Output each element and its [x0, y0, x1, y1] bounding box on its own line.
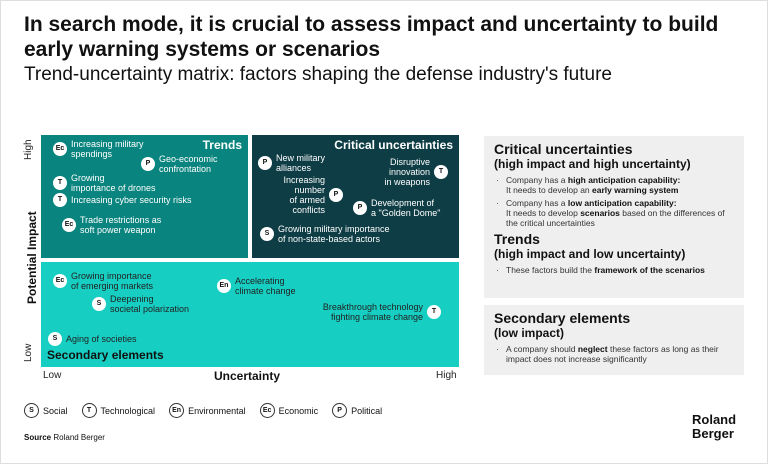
- panel-heading: Secondary elements: [494, 310, 631, 326]
- x-axis-low: Low: [43, 370, 62, 381]
- panel-subheading: (low impact): [494, 326, 565, 340]
- quadrant-title: Secondary elements: [47, 348, 164, 362]
- panel-subheading: (high impact and high uncertainty): [494, 157, 691, 171]
- political-badge-icon: P: [141, 157, 155, 171]
- economic-badge-icon: Ec: [259, 403, 275, 418]
- technological-badge-icon: T: [434, 165, 448, 179]
- panel-heading: Critical uncertainties: [494, 141, 633, 157]
- social-badge-icon: S: [92, 297, 106, 311]
- explanation-panel: Critical uncertainties (high impact and …: [484, 136, 744, 298]
- economic-badge-icon: Ec: [53, 142, 67, 156]
- technological-badge-icon: T: [81, 403, 97, 418]
- political-badge-icon: P: [258, 156, 272, 170]
- social-badge-icon: S: [24, 403, 39, 418]
- quadrant-title: Critical uncertainties: [334, 138, 453, 152]
- environmental-badge-icon: En: [217, 279, 231, 293]
- technological-badge-icon: T: [53, 176, 67, 190]
- bullet: Company has a low anticipation capabilit…: [494, 198, 734, 228]
- technological-badge-icon: T: [427, 305, 441, 319]
- bullet: These factors build the framework of the…: [494, 265, 734, 275]
- quadrant-title: Trends: [202, 138, 242, 152]
- y-axis-low: Low: [23, 343, 34, 362]
- panel-subheading: (high impact and low uncertainty): [494, 247, 686, 261]
- x-axis-high: High: [436, 370, 457, 381]
- page-title: In search mode, it is crucial to assess …: [24, 13, 719, 61]
- political-badge-icon: P: [332, 403, 348, 418]
- source-note: Source Roland Berger: [24, 433, 105, 442]
- social-badge-icon: S: [260, 227, 274, 241]
- explanation-panel: Secondary elements (low impact) A compan…: [484, 305, 744, 375]
- social-badge-icon: S: [48, 332, 62, 346]
- bullet: Company has a high anticipation capabili…: [494, 175, 734, 195]
- page-subtitle: Trend-uncertainty matrix: factors shapin…: [24, 64, 612, 85]
- environmental-badge-icon: En: [169, 403, 185, 418]
- technological-badge-icon: T: [53, 193, 67, 207]
- economic-badge-icon: Ec: [62, 218, 76, 232]
- panel-heading: Trends: [494, 231, 540, 247]
- economic-badge-icon: Ec: [53, 274, 67, 288]
- y-axis-high: High: [23, 139, 34, 160]
- political-badge-icon: P: [353, 201, 367, 215]
- x-axis-title: Uncertainty: [214, 369, 281, 383]
- bullet: A company should neglect these factors a…: [494, 344, 734, 364]
- political-badge-icon: P: [329, 188, 343, 202]
- y-axis-title: Potential Impact: [25, 211, 39, 304]
